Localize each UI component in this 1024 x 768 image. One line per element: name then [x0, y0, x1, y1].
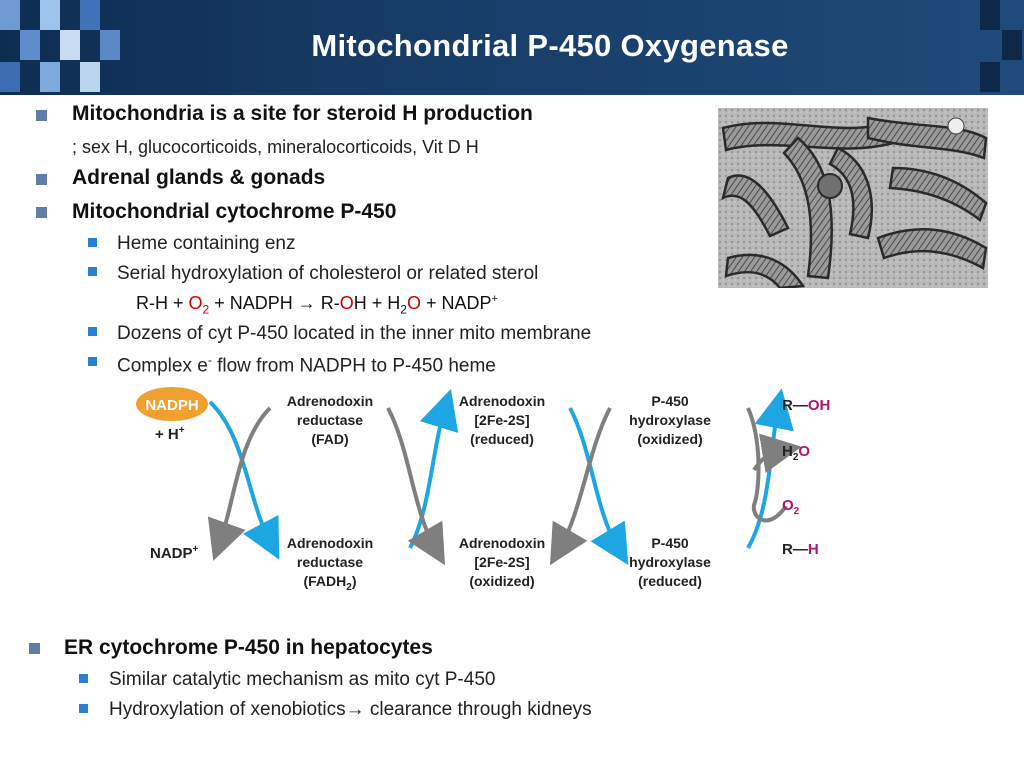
electron-flow-diagram: NADPH + H+ NADP+ Adrenodoxin reductase (… — [136, 387, 830, 593]
sub-bullet-serial-hydroxylation: Serial hydroxylation of cholesterol or r… — [117, 263, 539, 284]
sub-bullet-complex-flow: Complex e- flow from NADPH to P-450 heme — [117, 353, 496, 377]
oxygen-uptake-curve-icon — [746, 407, 788, 523]
svg-text:(reduced): (reduced) — [638, 573, 702, 589]
title-banner: Mitochondrial P-450 Oxygenase — [0, 0, 1024, 95]
svg-text:[2Fe-2S]: [2Fe-2S] — [474, 554, 529, 570]
svg-text:(oxidized): (oxidized) — [469, 573, 534, 589]
o2-label: O2 — [782, 497, 800, 517]
sub-bullet-xenobiotics: Hydroxylation of xenobiotics→ clearance … — [109, 699, 592, 720]
nadph-oval — [136, 387, 208, 421]
svg-text:reductase: reductase — [297, 412, 363, 428]
nadph-to-fad-arrow-icon — [208, 400, 280, 560]
bullet-mitochondria-site: Mitochondria is a site for steroid H pro… — [72, 102, 533, 125]
slide-title: Mitochondrial P-450 Oxygenase — [311, 28, 789, 63]
p450-reduced-to-oxidized-arrow-icon — [746, 388, 794, 550]
fad-to-adx-arrow-icon — [408, 388, 459, 549]
svg-text:Adrenodoxin: Adrenodoxin — [459, 535, 545, 551]
bullet-adrenal-gonads: Adrenal glands & gonads — [72, 166, 326, 189]
sub-bullet-icon — [88, 357, 97, 366]
decorative-tiles-right — [980, 0, 1024, 95]
sub-bullet-similar-mechanism: Similar catalytic mechanism as mito cyt … — [109, 669, 496, 690]
sub-bullet-heme: Heme containing enz — [117, 233, 296, 254]
right-arrow-icon: → — [297, 293, 316, 313]
r-oh-label: R—OH — [782, 397, 830, 414]
svg-text:Adrenodoxin: Adrenodoxin — [287, 393, 373, 409]
svg-text:hydroxylase: hydroxylase — [629, 554, 711, 570]
svg-text:(reduced): (reduced) — [470, 431, 534, 447]
svg-text:reductase: reductase — [297, 554, 363, 570]
adx-to-p450-arrow-icon — [568, 407, 629, 566]
svg-text:(FAD): (FAD) — [311, 431, 348, 447]
adx-to-fadh2-arrow-icon — [386, 407, 446, 566]
bullet-square-icon — [36, 207, 47, 218]
nadp-label: NADP+ — [150, 544, 199, 562]
bullet-continuation: ; sex H, glucocorticoids, mineralocortic… — [72, 137, 479, 157]
svg-text:P-450: P-450 — [651, 535, 689, 551]
decorative-tiles-left — [0, 0, 120, 95]
h2o-label: H2O — [782, 443, 810, 463]
sub-bullet-icon — [88, 267, 97, 276]
fadh2-to-nadp-arrow-icon — [207, 406, 272, 561]
bullet-square-icon — [29, 643, 40, 654]
p450-to-adx-arrow-icon — [549, 407, 612, 566]
sub-bullet-icon — [79, 674, 88, 683]
right-arrow-icon: → — [345, 699, 365, 720]
sub-bullet-icon — [79, 704, 88, 713]
mitochondria-micrograph-image — [718, 108, 988, 288]
h-plus-label: + H+ — [155, 425, 185, 443]
svg-text:(oxidized): (oxidized) — [637, 431, 702, 447]
reaction-equation: R-H + O2 + NADPH → R-OH + H2O + NADP+ — [136, 293, 498, 317]
bullet-square-icon — [36, 174, 47, 185]
svg-text:Adrenodoxin: Adrenodoxin — [287, 535, 373, 551]
svg-text:Adrenodoxin: Adrenodoxin — [459, 393, 545, 409]
nadph-label: NADPH — [145, 397, 198, 414]
water-release-arrow-icon — [752, 433, 802, 474]
bullet-er-cyt-p450: ER cytochrome P-450 in hepatocytes — [64, 636, 433, 659]
bullet-mito-cyt-p450: Mitochondrial cytochrome P-450 — [72, 200, 397, 223]
sub-bullet-icon — [88, 327, 97, 336]
svg-text:P-450: P-450 — [651, 393, 689, 409]
svg-text:[2Fe-2S]: [2Fe-2S] — [474, 412, 529, 428]
sub-bullet-icon — [88, 238, 97, 247]
bullet-square-icon — [36, 110, 47, 121]
svg-text:hydroxylase: hydroxylase — [629, 412, 711, 428]
r-h-label: R—H — [782, 541, 819, 558]
svg-text:(FADH2): (FADH2) — [303, 573, 356, 593]
sub-bullet-dozens-cyt: Dozens of cyt P-450 located in the inner… — [117, 323, 592, 344]
